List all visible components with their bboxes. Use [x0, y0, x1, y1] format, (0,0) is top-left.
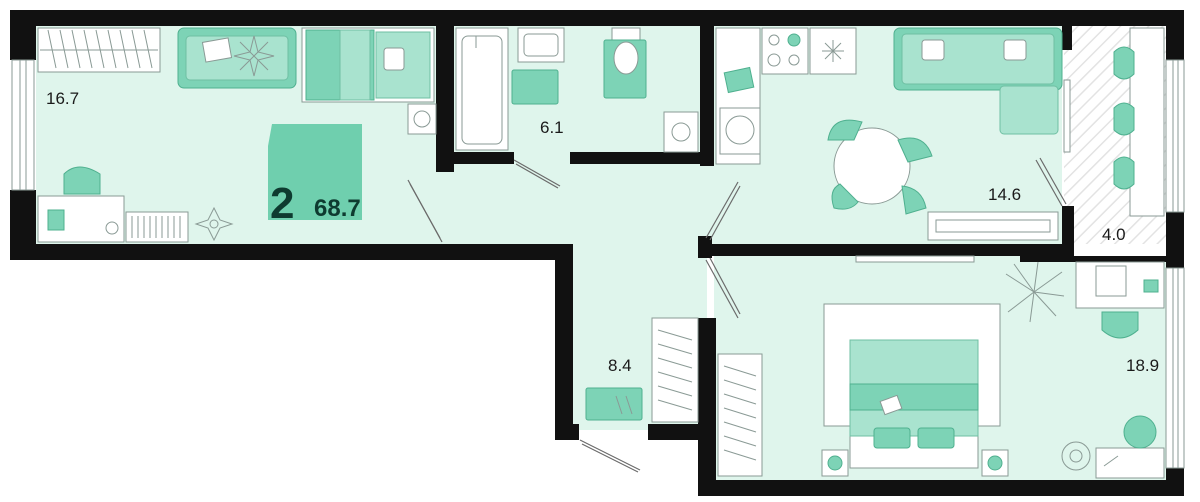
room1-area-label: 16.7 — [46, 89, 79, 108]
bedroom-area-label: 18.9 — [1126, 356, 1159, 375]
window-left — [11, 59, 35, 191]
doors — [407, 157, 1067, 473]
washing-machine — [663, 111, 699, 153]
dining-table — [833, 127, 911, 205]
kitchen-area-label: 14.6 — [988, 185, 1021, 204]
corridor-floor — [442, 156, 714, 246]
plant-icon — [194, 206, 234, 242]
walls — [10, 10, 1184, 496]
balcony-furniture — [1113, 27, 1165, 217]
bath-area-label: 6.1 — [540, 118, 564, 137]
corner-plant-icon — [1061, 441, 1091, 471]
windows — [11, 59, 1185, 469]
bedroom-wardrobe — [717, 353, 763, 477]
hall-wardrobe — [651, 317, 699, 423]
bedroom-furniture — [717, 255, 1165, 479]
dresser — [1095, 447, 1165, 479]
floor-plant-icon — [233, 35, 275, 77]
wall-heater — [407, 103, 437, 135]
total-area-badge — [268, 124, 362, 220]
balcony-bench — [1129, 27, 1165, 217]
balcony-door-frame — [1063, 79, 1071, 153]
rooms-count: 2 — [270, 179, 294, 228]
bath-mat — [511, 69, 559, 105]
stove — [761, 27, 809, 75]
hall-area-label: 8.4 — [608, 356, 632, 375]
shoe-mat — [585, 387, 643, 421]
radiator — [855, 255, 975, 263]
window-right-top — [1165, 59, 1185, 213]
bathroom-furniture — [455, 27, 699, 153]
room1-furniture — [37, 27, 437, 243]
chair — [63, 166, 101, 195]
kitchen-furniture — [715, 27, 1063, 241]
balcony-area-label: 4.0 — [1102, 225, 1126, 244]
bookshelf — [125, 211, 189, 243]
total-area: 68.7 — [314, 195, 361, 222]
room-area-labels: 16.7 6.1 14.6 4.0 8.4 18.9 — [46, 89, 1159, 375]
desk-chair — [1101, 311, 1139, 339]
badge-labels: 2 68.7 — [270, 179, 361, 228]
window-right-bottom — [1165, 267, 1185, 469]
hall-furniture — [585, 317, 699, 423]
bedroom-stool — [1123, 415, 1157, 449]
palm-plant-icon — [1005, 261, 1065, 323]
